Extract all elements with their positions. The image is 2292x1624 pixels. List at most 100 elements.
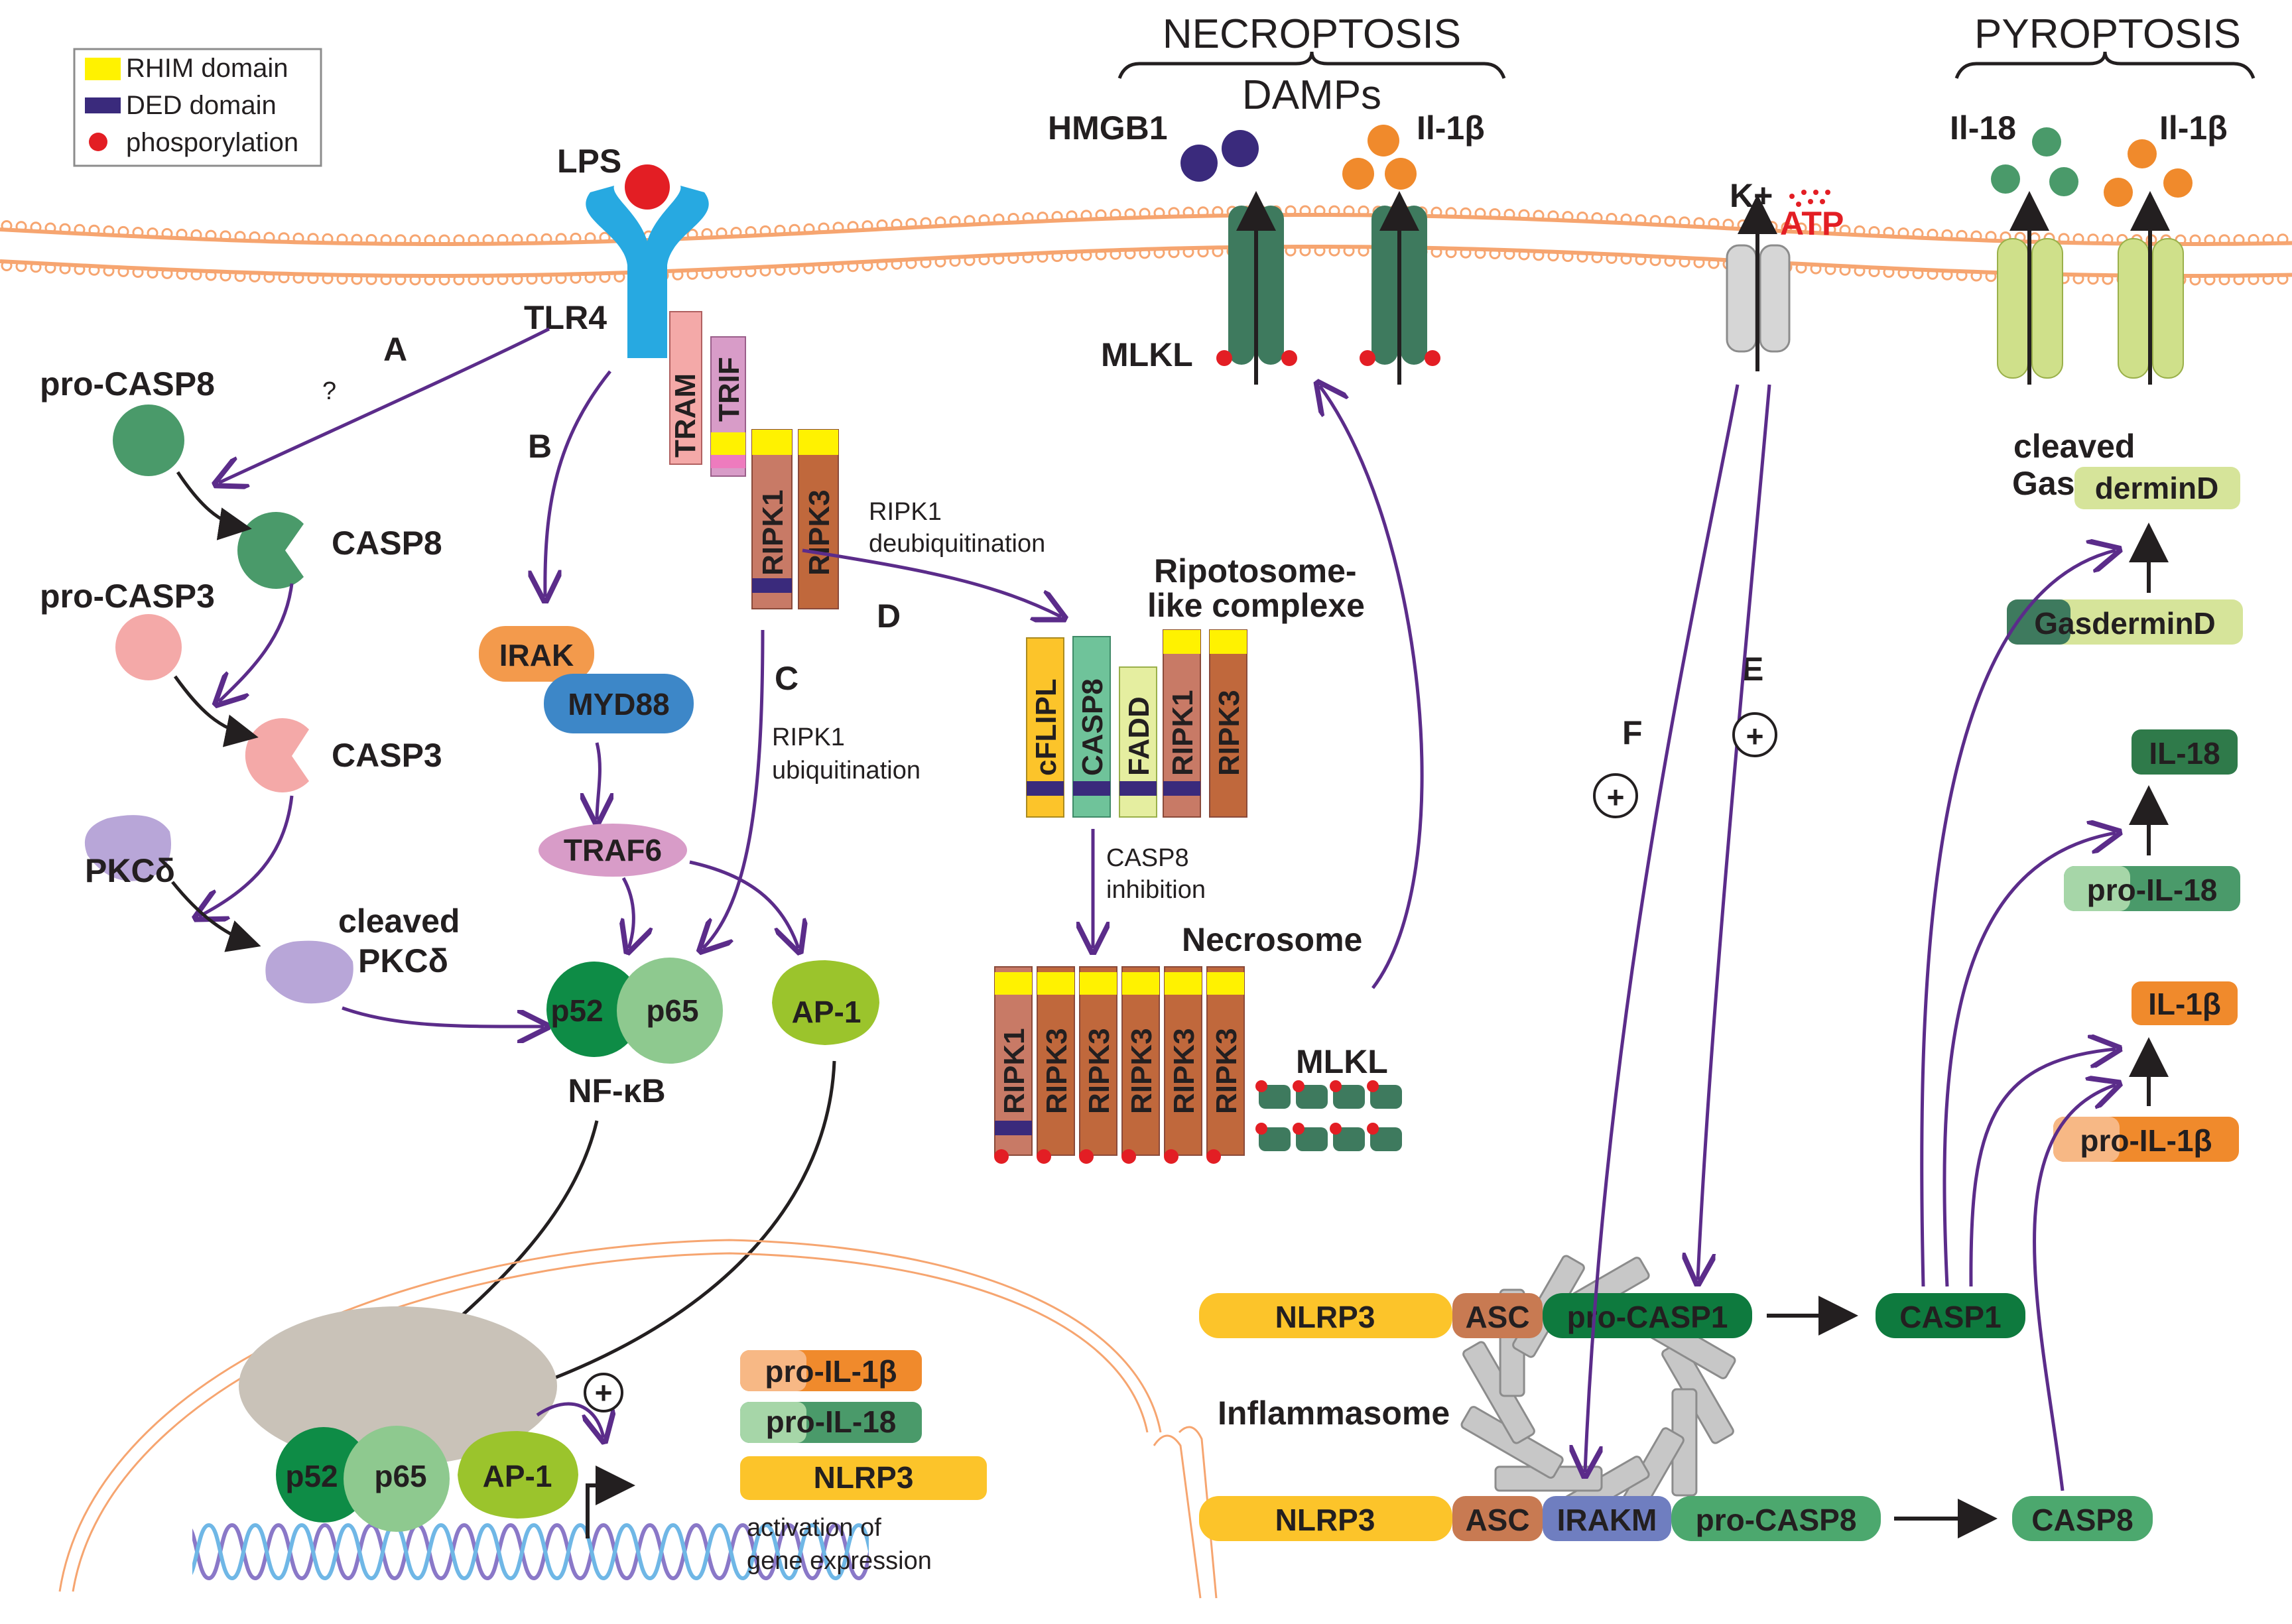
nuc-ap1-shape (458, 1431, 578, 1519)
asc-label-2: ASC (1465, 1503, 1529, 1537)
necrosome-label: RIPK3 (1168, 1028, 1200, 1114)
receptor-ripk-pair: RIPK1 RIPK3 (751, 429, 839, 609)
myd88-label: MYD88 (568, 687, 669, 721)
il1b-box-label: IL-1β (2148, 987, 2221, 1021)
headings: NECROPTOSIS DAMPs PYROPTOSIS (1117, 11, 2256, 118)
path-a-arrow (219, 327, 550, 483)
nucleolus (239, 1306, 557, 1466)
traf6-label: TRAF6 (564, 833, 662, 867)
nuc-p52-label: p52 (285, 1459, 338, 1493)
mlkl-oligomer (1255, 1123, 1291, 1151)
il1b-molecule (2163, 168, 2193, 198)
myd88-node (544, 674, 694, 733)
necrosome-label: RIPK3 (1083, 1028, 1115, 1114)
casp8-inh-label: CASP8 (1106, 844, 1189, 872)
nuc-ap1-label: AP-1 (483, 1459, 552, 1493)
cleaved-gsdmd-label: cleaved (2013, 428, 2135, 465)
mlkl-oligomer (1330, 1080, 1365, 1109)
proil18-box-label: pro-IL-18 (2087, 873, 2218, 907)
ripk3-label: RIPK3 (803, 489, 836, 576)
il1b-molecule (1368, 125, 1399, 156)
procasp8-label: pro-CASP8 (40, 365, 215, 403)
damps-heading: DAMPs (1242, 72, 1381, 118)
il1b-label: Il-1β (1417, 109, 1485, 147)
ripk1-deub-label: RIPK1 (869, 498, 942, 526)
irakm-node (1543, 1496, 1671, 1541)
ripk3-complex-label: RIPK3 (1213, 690, 1245, 776)
necrosome-label: RIPK3 (1210, 1028, 1243, 1114)
il18-molecule (1991, 164, 2020, 194)
cleaved-pkcd-shape (265, 940, 353, 1004)
nfkb-cytoplasm: p52 p65 NF-κB AP-1 (546, 958, 879, 1109)
il1b-molecule (2128, 139, 2157, 168)
cleaved-pkcd-label: PKCδ (358, 942, 448, 979)
lps-molecule (625, 164, 670, 210)
necrosome-ripk3: RIPK3 (1121, 966, 1160, 1164)
casp8-complex-label: CASP8 (1076, 678, 1109, 776)
necrosome-ripk3: RIPK3 (1079, 966, 1117, 1164)
ripk1-label: RIPK1 (757, 489, 789, 576)
mlkl-pores: MLKL HMGB1 Il-1β (1048, 109, 1485, 385)
mlkl-pore-label: MLKL (1101, 336, 1193, 373)
nucleus: p52 p65 AP-1 + pro-IL-1β pro-IL-18 NLRP3… (58, 1239, 1218, 1599)
nuc-proil18-label: pro-IL-18 (766, 1405, 897, 1439)
path-c-arrow (703, 629, 765, 948)
casp8-shape (237, 511, 304, 589)
ap1-label: AP-1 (792, 995, 861, 1029)
ripoptosome: Ripotosome- like complexe cFLIPL CASP8 F… (1026, 552, 1365, 948)
nuc-proil1b-label: pro-IL-1β (765, 1354, 897, 1389)
ripk1-deub-label2: deubiquitination (869, 530, 1045, 558)
p65-label: p65 (646, 993, 698, 1028)
f-plus: + (1607, 780, 1625, 814)
letter-c: C (775, 660, 798, 697)
trif-label: TRIF (713, 357, 745, 422)
nfkb-label: NF-κB (568, 1072, 665, 1109)
necrosome-ripk3: RIPK3 (1037, 966, 1075, 1164)
cflip-label: cFLIPL (1030, 678, 1062, 776)
pyroptosis-products: cleaved Gas derminD GasderminD IL-18 pro… (1920, 428, 2243, 1491)
asc-label: ASC (1465, 1300, 1529, 1334)
caspase-cascade: pro-CASP8 CASP8 pro-CASP3 CASP3 PKCδ cle… (40, 365, 544, 1027)
casp3-shape (245, 718, 309, 792)
nuc-nlrp3-label: NLRP3 (814, 1460, 914, 1495)
ripoptosome-title: Ripotosome- (1154, 552, 1357, 590)
pathway-letters: A ? B C D E F (322, 331, 1763, 751)
pkcd-shape (84, 815, 171, 881)
tlr4-label: TLR4 (524, 299, 607, 336)
nuc-p65-shape (344, 1426, 450, 1532)
nlrp3-node (1199, 1293, 1452, 1338)
procasp8-inf-label: pro-CASP8 (1696, 1503, 1857, 1537)
e-plus: + (1746, 719, 1764, 753)
cell-membrane (0, 205, 2292, 286)
path-e-arrow (1698, 384, 1771, 1280)
hmgb1-molecule (1180, 145, 1218, 182)
ripk1-ub-label: RIPK1 (772, 723, 845, 751)
ripoptosome-title2: like complexe (1147, 587, 1365, 624)
hmgb1-molecule (1222, 130, 1259, 167)
necrosome-title: Necrosome (1182, 921, 1362, 958)
letter-d: D (877, 597, 901, 635)
pkcd-label: PKCδ (85, 852, 175, 889)
asc-node-2 (1452, 1496, 1543, 1541)
mlkl-oligomer (1367, 1080, 1402, 1109)
pyroptosis-heading: PYROPTOSIS (1974, 11, 2241, 57)
tlr4-receptor: LPS TLR4 (524, 143, 709, 358)
casp1-label: CASP1 (1899, 1300, 2001, 1334)
k-channel: K+ ATP (1726, 177, 1844, 371)
necroptosis-heading: NECROPTOSIS (1163, 11, 1461, 57)
ded-swatch (85, 97, 121, 113)
atp-label: ATP (1780, 205, 1844, 242)
letter-f: F (1622, 714, 1643, 751)
rhim-swatch (85, 58, 121, 80)
procasp3-shape (115, 614, 182, 680)
tram-trif: TRAM TRIF (669, 311, 746, 477)
p52-shape (546, 962, 642, 1057)
letter-b: B (528, 428, 552, 465)
il1b-box (2132, 981, 2238, 1025)
p52-label: p52 (550, 993, 603, 1028)
f-plus-icon (1593, 773, 1638, 818)
necrosome-to-mlkl-arrow (1320, 386, 1424, 989)
